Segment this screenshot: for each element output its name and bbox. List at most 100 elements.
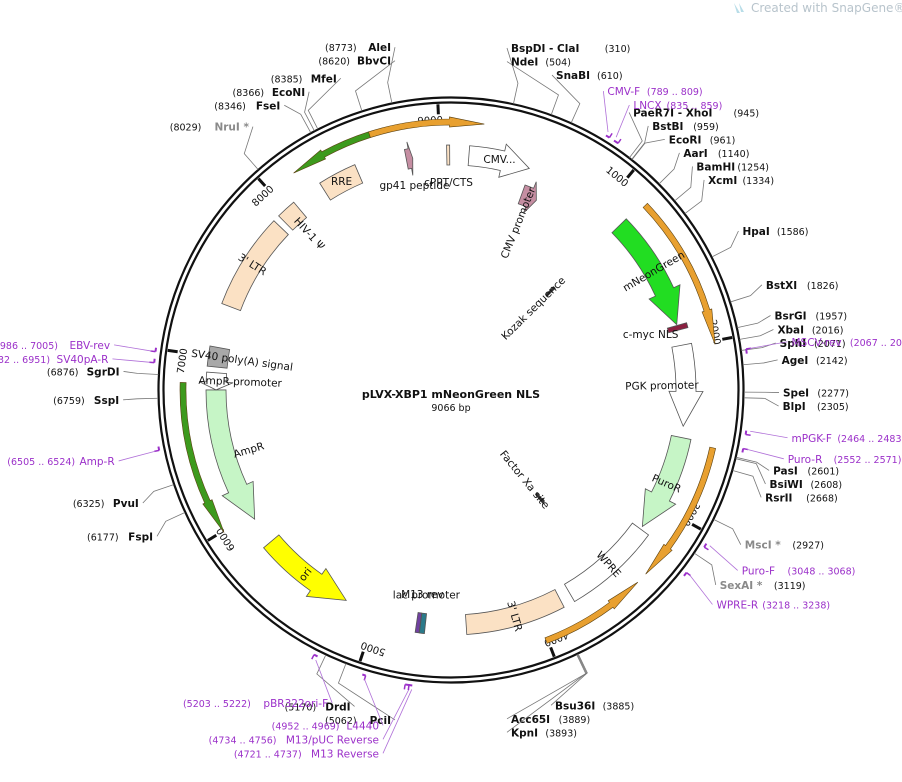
site-position: (1957) <box>816 311 848 322</box>
site-name: AarI <box>683 148 707 160</box>
plasmid-size: 9066 bp <box>431 403 470 414</box>
orf-arrow <box>642 202 716 345</box>
primer-range: (4734 .. 4756) <box>209 735 277 746</box>
feature-gp41-peptide[interactable]: gp41 peptide <box>379 141 449 192</box>
site-leader-line <box>631 139 665 160</box>
feature-wpre[interactable]: WPRE <box>563 522 650 603</box>
site-spei[interactable]: SpeI(2277) <box>743 388 849 400</box>
feature-label: lac promoter <box>393 590 461 602</box>
primer-puro-f[interactable]: Puro-F(3048 .. 3068) <box>703 543 855 578</box>
site-position: (504) <box>545 58 571 69</box>
primer-sv40pa-r[interactable]: SV40pA-R(6932 .. 6951) <box>0 354 156 366</box>
site-msci[interactable]: MscI *(2927) <box>713 519 824 552</box>
site-alei[interactable]: AleI(8773) <box>325 42 396 104</box>
site-bsrgi[interactable]: BsrGI (1957) <box>737 310 848 329</box>
site-sexai[interactable]: SexAI *(3119) <box>694 552 806 592</box>
site-name: Acc65I <box>511 714 550 726</box>
feature-c-myc-nls[interactable]: c-myc NLS <box>623 322 689 342</box>
site-ecori[interactable]: EcoRI(961) <box>631 134 735 160</box>
site-drdi[interactable]: DrdI(5170) <box>285 654 355 714</box>
site-paer7i-xhoi[interactable]: PaeR7I - XhoI(945) <box>628 107 759 158</box>
primer-l4440[interactable]: L4440(4952 .. 4969) <box>272 673 384 732</box>
site-leader-line <box>711 230 739 258</box>
site-name: BstBI <box>652 121 683 133</box>
primer-mscv-rev[interactable]: MSCV-rev(2067 .. 2090) <box>745 337 902 354</box>
site-hpai[interactable]: HpaI(1586) <box>711 226 808 258</box>
site-name: BsrGI <box>775 310 807 322</box>
feature-cppt-cts[interactable]: cPPT/CTS <box>424 144 473 189</box>
site-pcii[interactable]: PciI(5062) <box>325 663 396 727</box>
feature-3-ltr-left[interactable]: 3' LTR <box>221 220 289 312</box>
feature-3-ltr-right[interactable]: 3' LTR <box>465 589 565 635</box>
site-sgrdi[interactable]: SgrDI(6876) <box>47 366 159 378</box>
primer-m13-reverse[interactable]: M13 Reverse(4721 .. 4737) <box>234 684 413 760</box>
feature-cmv-enhancer[interactable]: CMV... <box>467 143 531 178</box>
site-bspdi-clai[interactable]: BspDI - ClaI(310) <box>506 43 630 104</box>
feature-hiv-1-psi[interactable]: HIV-1 Ψ <box>278 201 327 253</box>
site-sspi[interactable]: SspI(6759) <box>53 395 159 407</box>
tick-mark <box>167 348 178 354</box>
site-econi[interactable]: EcoNI(8366) <box>233 87 315 131</box>
feature-sv40-poly-a-signal[interactable]: SV40 poly(A) signal <box>190 345 294 374</box>
feature-shape <box>414 612 423 634</box>
primer-amp-r[interactable]: Amp-R(6505 .. 6524) <box>7 446 161 468</box>
site-position: (5170) <box>285 702 317 713</box>
snapgene-logo-icon <box>734 3 744 13</box>
site-fspi[interactable]: FspI(6177) <box>87 512 186 544</box>
feature-factor-xa-site[interactable]: Factor Xa site <box>497 448 551 511</box>
site-mfei[interactable]: MfeI(8385) <box>271 73 342 130</box>
feature-rre[interactable]: RRE <box>319 164 364 201</box>
site-position: (6325) <box>73 499 105 510</box>
site-bamhi[interactable]: BamHI(1254) <box>674 161 769 202</box>
feature-ampr-promoter[interactable]: AmpR promoter <box>198 371 283 391</box>
site-acc65i[interactable]: Acc65I(3889) <box>506 654 590 726</box>
feature-ampr[interactable]: AmpR <box>205 389 266 520</box>
primer-puro-r[interactable]: Puro-R(2552 .. 2571) <box>741 447 901 466</box>
primer-ebv-rev[interactable]: EBV-rev(6986 .. 7005) <box>0 340 158 353</box>
site-snabi[interactable]: SnaBI(610) <box>551 70 623 123</box>
site-pasi[interactable]: PasI(2601) <box>736 456 839 477</box>
site-bbvci[interactable]: BbvCI(8620) <box>318 56 396 112</box>
primer-name: Amp-R <box>79 456 114 468</box>
primer-leader-line <box>112 358 151 363</box>
site-name: SgrDI <box>87 366 120 378</box>
site-aari[interactable]: AarI(1140) <box>658 148 749 185</box>
primer-hook <box>617 138 622 144</box>
site-kpni[interactable]: KpnI(3893) <box>506 654 587 740</box>
site-xbai[interactable]: XbaI(2016) <box>739 325 844 340</box>
orf-arrow <box>293 131 371 174</box>
site-bsiwi[interactable]: BsiWI(2608) <box>735 458 842 491</box>
primer-range: (2464 .. 2483) <box>837 434 902 445</box>
feature-puror[interactable]: PuroR <box>641 434 692 528</box>
feature-m13-rev[interactable]: M13 rev <box>401 589 444 634</box>
site-position: (2305) <box>817 402 849 413</box>
primer-pbr322ori-f[interactable]: pBR322ori-F(5203 .. 5222) <box>183 653 333 710</box>
site-bstbi[interactable]: BstBI(959) <box>631 121 719 160</box>
site-rsrii[interactable]: RsrII(2668) <box>732 470 838 504</box>
site-xcmi[interactable]: XcmI(1334) <box>684 175 774 214</box>
site-bstxi[interactable]: BstXI(1826) <box>730 280 838 303</box>
primer-bar <box>745 348 748 354</box>
feature-label: M13 rev <box>401 589 444 601</box>
site-ndei[interactable]: NdeI(504) <box>506 57 571 115</box>
site-agei[interactable]: AgeI(2142) <box>742 355 848 367</box>
feature-pgk-promoter[interactable]: PGK promoter <box>625 342 704 428</box>
feature-ori[interactable]: ori <box>262 534 347 601</box>
site-position: (2927) <box>792 541 824 552</box>
primer-lncx[interactable]: LNCX(835 .. 859) <box>613 100 722 145</box>
primer-mpgk-f[interactable]: mPGK-F(2464 .. 2483) <box>744 430 902 445</box>
primer-cmv-f[interactable]: CMV-F(789 .. 809) <box>602 86 703 139</box>
site-blpi[interactable]: BlpI(2305) <box>743 397 849 413</box>
site-pvui[interactable]: PvuI(6325) <box>73 484 174 510</box>
feature-cmv-promoter[interactable]: CMV promoter <box>499 181 539 261</box>
feature-mneongreen[interactable]: mNeonGreen <box>611 218 687 326</box>
site-name: XbaI <box>777 325 804 337</box>
feature-kozak-sequence[interactable]: Kozak sequence <box>499 275 568 343</box>
site-nrui[interactable]: NruI *(8029) <box>170 122 259 170</box>
primer-wpre-r[interactable]: WPRE-R(3218 .. 3238) <box>683 571 830 612</box>
site-bsu36i[interactable]: Bsu36I(3885) <box>550 653 634 712</box>
primer-m13-puc-reverse[interactable]: M13/pUC Reverse(4734 .. 4756) <box>209 683 410 746</box>
feature-lac-promoter[interactable]: lac promoter <box>393 590 461 634</box>
site-position: (6759) <box>53 396 85 407</box>
site-fsei[interactable]: FseI(8346) <box>214 100 312 133</box>
